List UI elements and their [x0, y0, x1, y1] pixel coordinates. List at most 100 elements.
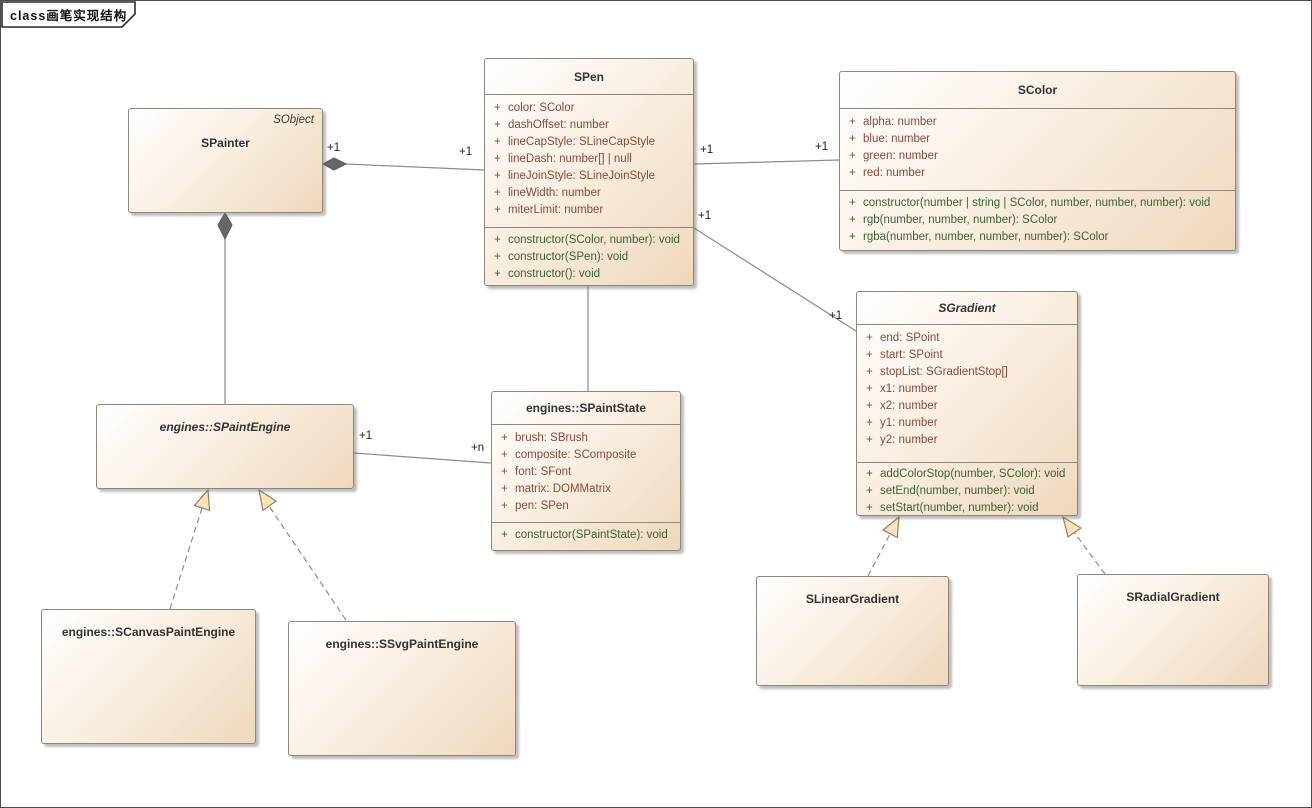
method-row: + rgb(number, number, number): SColor [840, 212, 1235, 229]
class-scolor[interactable]: SColor + alpha: number + blue: number + … [839, 71, 1236, 251]
class-spainter[interactable]: SObject SPainter [128, 108, 323, 213]
visibility-public: + [866, 468, 873, 480]
attribute-text: lineWidth: number [508, 187, 601, 199]
multiplicity-label: +n [471, 442, 485, 454]
visibility-public: + [494, 136, 501, 148]
connector-scanvaspaintengine-generalization[interactable] [169, 488, 211, 610]
attribute-text: x1: number [880, 383, 938, 395]
generalization-triangle-icon [258, 488, 278, 512]
connector-ssvgpaintengine-generalization[interactable] [258, 488, 347, 621]
attribute-row: + composite: SComposite [492, 447, 680, 464]
multiplicity-label: +1 [459, 146, 473, 158]
attribute-row: + y2: number [857, 432, 1077, 449]
visibility-public: + [849, 116, 856, 128]
connector-spainter-spaintengine-composition[interactable] [217, 212, 233, 404]
visibility-public: + [849, 150, 856, 162]
visibility-public: + [866, 417, 873, 429]
class-name: SGradient [938, 301, 996, 315]
method-row: + setStart(number, number): void [857, 500, 1077, 517]
visibility-public: + [501, 432, 508, 444]
connector-spaintengine-spaintstate-association[interactable] [353, 452, 492, 464]
attribute-row: + miterLimit: number [485, 202, 693, 219]
multiplicity-label: +1 [815, 141, 829, 153]
class-name: engines::SSvgPaintEngine [325, 637, 479, 651]
visibility-public: + [849, 167, 856, 179]
class-spaintstate[interactable]: engines::SPaintState + brush: SBrush + c… [491, 391, 681, 551]
class-title: SColor [840, 72, 1235, 108]
attribute-text: dashOffset: number [508, 119, 609, 131]
attribute-row: + pen: SPen [492, 498, 680, 515]
method-text: setEnd(number, number): void [880, 485, 1035, 497]
class-name: SPainter [201, 136, 250, 150]
attribute-row: + matrix: DOMMatrix [492, 481, 680, 498]
visibility-public: + [501, 466, 508, 478]
visibility-public: + [849, 197, 856, 209]
class-slineargradient[interactable]: SLinearGradient [756, 576, 949, 686]
class-scanvaspaintengine[interactable]: engines::SCanvasPaintEngine [41, 609, 256, 744]
multiplicity-label: +1 [359, 430, 373, 442]
frame-tab-label: class画笔实现结构 [10, 5, 127, 24]
attribute-text: y2: number [880, 434, 938, 446]
attribute-row: + blue: number [840, 131, 1235, 148]
attribute-text: end: SPoint [880, 332, 940, 344]
attribute-row: + x2: number [857, 398, 1077, 415]
attribute-text: green: number [863, 150, 938, 162]
visibility-public: + [866, 485, 873, 497]
class-ssvgpaintengine[interactable]: engines::SSvgPaintEngine [288, 621, 516, 756]
generalization-triangle-icon [193, 488, 211, 512]
class-name: SColor [1017, 83, 1058, 97]
attribute-text: x2: number [880, 400, 938, 412]
multiplicity-label: +1 [698, 210, 712, 222]
attribute-row: + lineJoinStyle: SLineJoinStyle [485, 168, 693, 185]
methods-compartment: + constructor(SPaintState): void [492, 522, 680, 552]
attribute-text: font: SFont [515, 466, 572, 478]
method-row: + addColorStop(number, SColor): void [857, 466, 1077, 483]
attribute-text: miterLimit: number [508, 204, 604, 216]
attribute-text: blue: number [863, 133, 931, 145]
method-text: rgba(number, number, number, number): SC… [863, 231, 1109, 243]
class-spaintengine[interactable]: engines::SPaintEngine [96, 404, 354, 489]
class-sgradient[interactable]: SGradient + end: SPoint + start: SPoint … [856, 291, 1078, 516]
visibility-public: + [501, 500, 508, 512]
class-sradialgradient[interactable]: SRadialGradient [1077, 574, 1269, 686]
methods-compartment: + constructor(SColor, number): void + co… [485, 227, 693, 287]
connector-spen-sgradient-association[interactable] [693, 227, 857, 332]
visibility-public: + [501, 449, 508, 461]
method-row: + setEnd(number, number): void [857, 483, 1077, 500]
method-text: rgb(number, number, number): SColor [863, 214, 1058, 226]
attribute-row: + start: SPoint [857, 347, 1077, 364]
visibility-public: + [494, 102, 501, 114]
attribute-text: stopList: SGradientStop[] [880, 366, 1008, 378]
attribute-row: + end: SPoint [857, 330, 1077, 347]
visibility-public: + [494, 153, 501, 165]
connector-sradialgradient-generalization[interactable] [1062, 515, 1106, 575]
visibility-public: + [866, 349, 873, 361]
visibility-public: + [501, 483, 508, 495]
methods-compartment: + addColorStop(number, SColor): void + s… [857, 462, 1077, 517]
attributes-compartment: + brush: SBrush + composite: SComposite … [492, 424, 680, 522]
method-text: constructor(SPaintState): void [515, 529, 668, 541]
composition-diamond-icon [321, 157, 348, 171]
method-row: + constructor(SPen): void [485, 249, 693, 266]
class-spen[interactable]: SPen + color: SColor + dashOffset: numbe… [484, 58, 694, 286]
attribute-text: start: SPoint [880, 349, 943, 361]
visibility-public: + [849, 231, 856, 243]
connector-spainter-spen-composition[interactable] [321, 157, 485, 171]
visibility-public: + [866, 366, 873, 378]
class-name: SRadialGradient [1126, 590, 1220, 604]
methods-compartment: + constructor(number | string | SColor, … [840, 190, 1235, 252]
visibility-public: + [866, 400, 873, 412]
class-name: engines::SCanvasPaintEngine [61, 625, 236, 639]
connector-slineargradient-generalization[interactable] [867, 515, 900, 577]
visibility-public: + [501, 529, 508, 541]
class-name: SLinearGradient [805, 592, 900, 606]
attributes-compartment: + alpha: number + blue: number + green: … [840, 108, 1235, 190]
attribute-text: lineCapStyle: SLineCapStyle [508, 136, 656, 148]
class-title: SGradient [857, 292, 1077, 324]
attribute-row: + lineDash: number[] | null [485, 151, 693, 168]
attribute-text: color: SColor [508, 102, 575, 114]
connector-spen-scolor-association[interactable] [693, 159, 840, 165]
method-text: constructor(SColor, number): void [508, 234, 680, 246]
composition-diamond-icon [217, 212, 233, 241]
class-title: engines::SPaintState [492, 392, 680, 424]
